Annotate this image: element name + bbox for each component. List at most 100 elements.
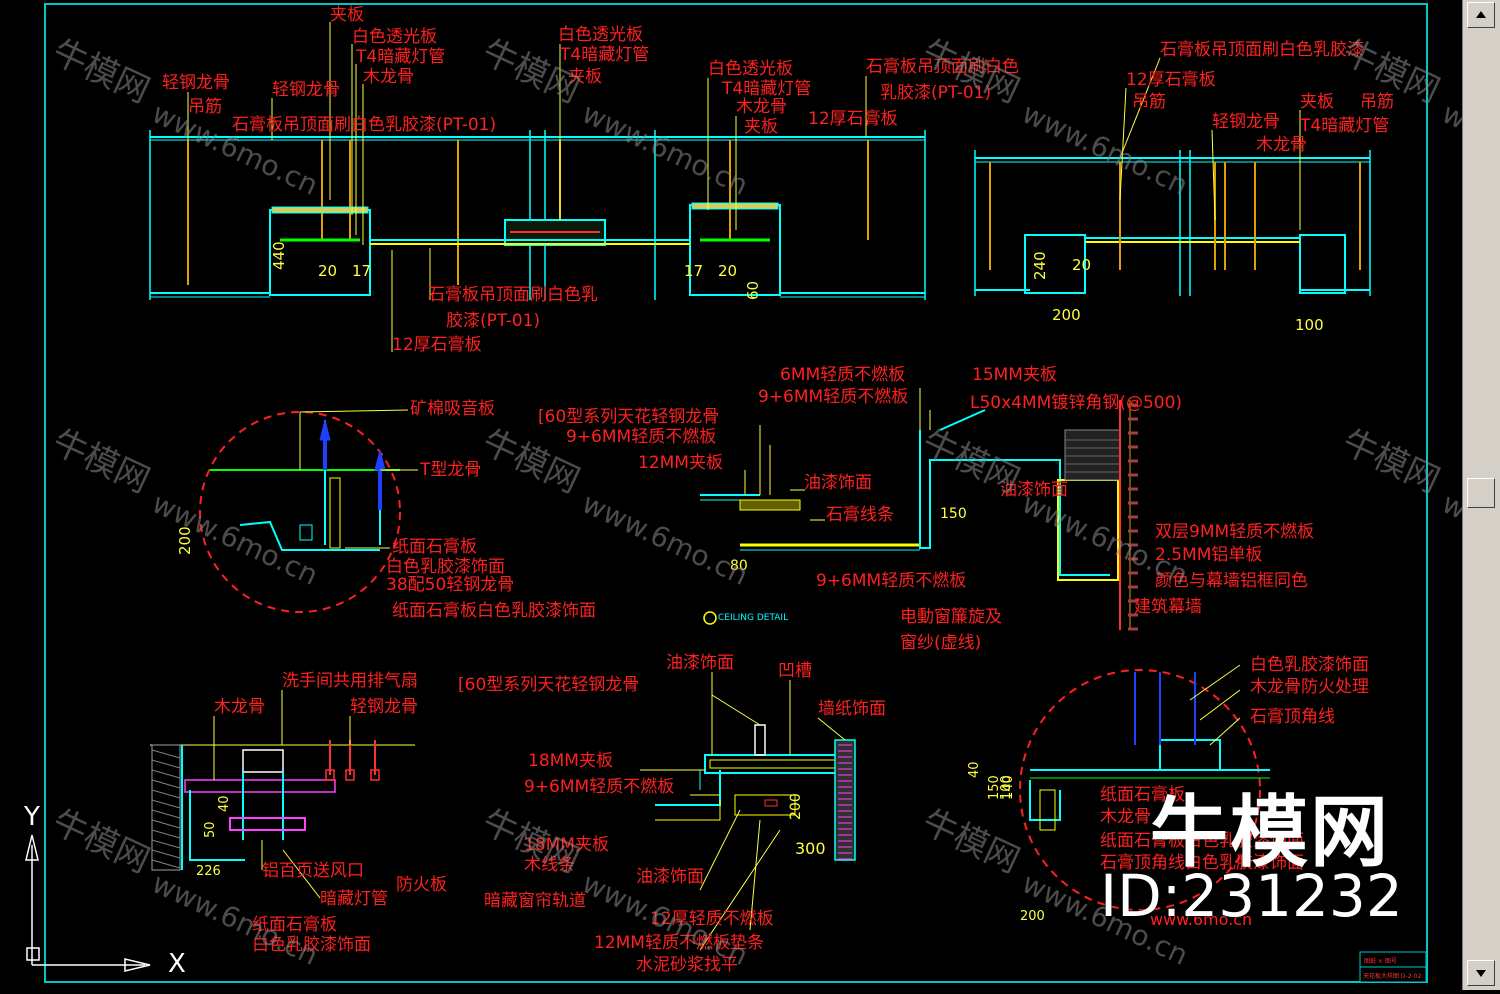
watermark-tile-brand: 牛模网	[46, 32, 155, 111]
scroll-down-button[interactable]	[1467, 960, 1495, 986]
cad-rect	[370, 769, 380, 781]
annotation-label: 石膏板吊顶面刷白色	[866, 56, 1019, 77]
annotation-label: 2.5MM铝单板	[1155, 545, 1262, 565]
annotation-label: 石膏板吊顶面刷白色乳	[428, 284, 598, 305]
cad-line	[151, 779, 181, 789]
cad-line	[282, 849, 321, 899]
cad-line	[151, 789, 181, 799]
cad-polyline	[655, 800, 721, 821]
annotation-label: 9+6MM轻质不燃板	[566, 427, 716, 447]
drawing-svg: 图纸 × 图号 天花板大样图 D-2-02 夹板白色透光板T4暗藏灯管木龙骨轻钢…	[23, 3, 1500, 983]
dimension-text: 20	[718, 262, 737, 280]
annotation-label: 吊筋	[188, 97, 222, 117]
dimension-text: 17	[684, 262, 703, 280]
annotation-label: 纸面石膏板白色乳胶漆饰面	[1100, 830, 1304, 851]
cad-line	[699, 809, 741, 891]
annotation-label: 油漆饰面	[804, 473, 872, 493]
scroll-thumb[interactable]	[1467, 478, 1495, 508]
annotation-label: [60型系列天花轻钢龙骨	[458, 675, 639, 695]
cad-line	[1199, 689, 1241, 721]
cad-line	[711, 694, 761, 726]
annotation-label: 乳胶漆(PT-01)	[880, 83, 991, 103]
vertical-scrollbar[interactable]	[1462, 0, 1500, 990]
cad-line	[151, 849, 181, 859]
annotation-label: 38配50轻钢龙骨	[386, 575, 514, 595]
geometry	[149, 22, 1371, 951]
cad-line	[817, 717, 846, 741]
annotation-label: T型龙骨	[419, 460, 481, 480]
arrow-up-icon	[1476, 11, 1486, 18]
annotation-label: 12厚石膏板	[392, 334, 482, 355]
cad-rect	[704, 754, 846, 774]
annotation-label: 纸面石膏板	[1100, 784, 1185, 805]
annotation-label: 石膏顶角线	[1250, 706, 1335, 727]
scroll-up-button[interactable]	[1467, 2, 1495, 28]
watermark-tile-brand: 牛模网	[46, 422, 155, 501]
dimension-text: 60	[744, 281, 762, 300]
cad-rect	[1159, 739, 1221, 771]
annotation-label: 洗手间共用排气扇	[282, 671, 418, 691]
cad-rect	[734, 794, 796, 816]
cad-line	[939, 409, 986, 431]
dimension-text: 40	[967, 761, 982, 778]
cad-line	[151, 759, 181, 769]
watermark-tile-brand: 牛模网	[46, 802, 155, 881]
annotation-label: 电動窗簾旋及	[900, 607, 1002, 627]
annotation-label: 暗藏窗帘轨道	[484, 891, 586, 911]
watermark-brand: 牛模网	[1150, 788, 1391, 878]
watermark-id: ID:231232	[1100, 862, 1403, 930]
drawing-frame	[44, 3, 1428, 983]
cad-line	[1209, 717, 1241, 746]
annotation-label: 纸面石膏板白色乳胶漆饰面	[392, 600, 596, 621]
cad-line	[749, 819, 761, 931]
dimension-text: 17	[352, 262, 371, 280]
cad-line	[299, 409, 409, 413]
annotation-label: 木龙骨	[1256, 135, 1307, 155]
cad-line	[151, 819, 181, 829]
annotation-label: 凹槽	[778, 661, 812, 681]
cad-rect	[754, 724, 766, 756]
arrow-down-icon	[1476, 970, 1486, 977]
annotation-label: 胶漆(PT-01)	[446, 311, 540, 331]
annotation-label: 白色透光板	[708, 59, 793, 79]
cad-line	[699, 829, 781, 951]
cad-rect	[1299, 234, 1346, 294]
annotation-label: L50x4MM镀锌角钢(@500)	[970, 393, 1182, 413]
dimension-text: 200	[788, 793, 804, 820]
cad-rect	[345, 769, 355, 781]
cad-rect	[271, 206, 369, 214]
annotation-label: 夹板	[1300, 92, 1334, 112]
cad-polyline	[239, 520, 380, 551]
annotation-label: T4暗藏灯管	[1299, 116, 1389, 136]
cad-line	[151, 799, 181, 809]
dimension-text: 200	[1020, 909, 1045, 924]
annotation-label: 油漆饰面	[666, 653, 734, 673]
annotation-label: 18MM夹板	[528, 751, 613, 771]
cad-line	[151, 809, 181, 819]
cad-rect	[329, 477, 341, 549]
dimension-text: 150	[940, 506, 967, 522]
annotation-fragment: www.6mo.cn	[1150, 910, 1252, 929]
annotation-label: 白色乳胶漆饰面	[1250, 655, 1369, 675]
annotation-label: T4暗藏灯管	[355, 47, 445, 67]
cad-line	[1189, 664, 1241, 701]
annotation-label: 12厚石膏板	[808, 108, 898, 129]
watermark-tile-site: www.6mo.cn	[577, 486, 753, 591]
cad-line	[151, 769, 181, 779]
annotation-label: 12厚石膏板	[1126, 69, 1216, 90]
annotation-label: 18MM夹板	[524, 835, 609, 855]
annotation-label: 夹板	[330, 5, 364, 25]
cad-rect	[299, 524, 313, 541]
cad-rect	[242, 749, 284, 773]
annotation-label: 白色乳胶漆饰面	[252, 935, 371, 955]
cad-rect	[1024, 234, 1086, 294]
annotation-label: 铝百页送风口	[262, 861, 364, 881]
cad-rect	[834, 739, 856, 861]
annotation-label: 石膏顶角线白色乳胶漆饰面	[1100, 852, 1304, 873]
annotation-label: 纸面石膏板	[392, 536, 477, 557]
title-block-line2: 天花板大样图 D-2-02	[1363, 972, 1421, 980]
dimension-text: 140	[1001, 775, 1016, 800]
annotation-label: 9+6MM轻质不燃板	[758, 387, 908, 407]
ucs-icon	[25, 834, 151, 972]
